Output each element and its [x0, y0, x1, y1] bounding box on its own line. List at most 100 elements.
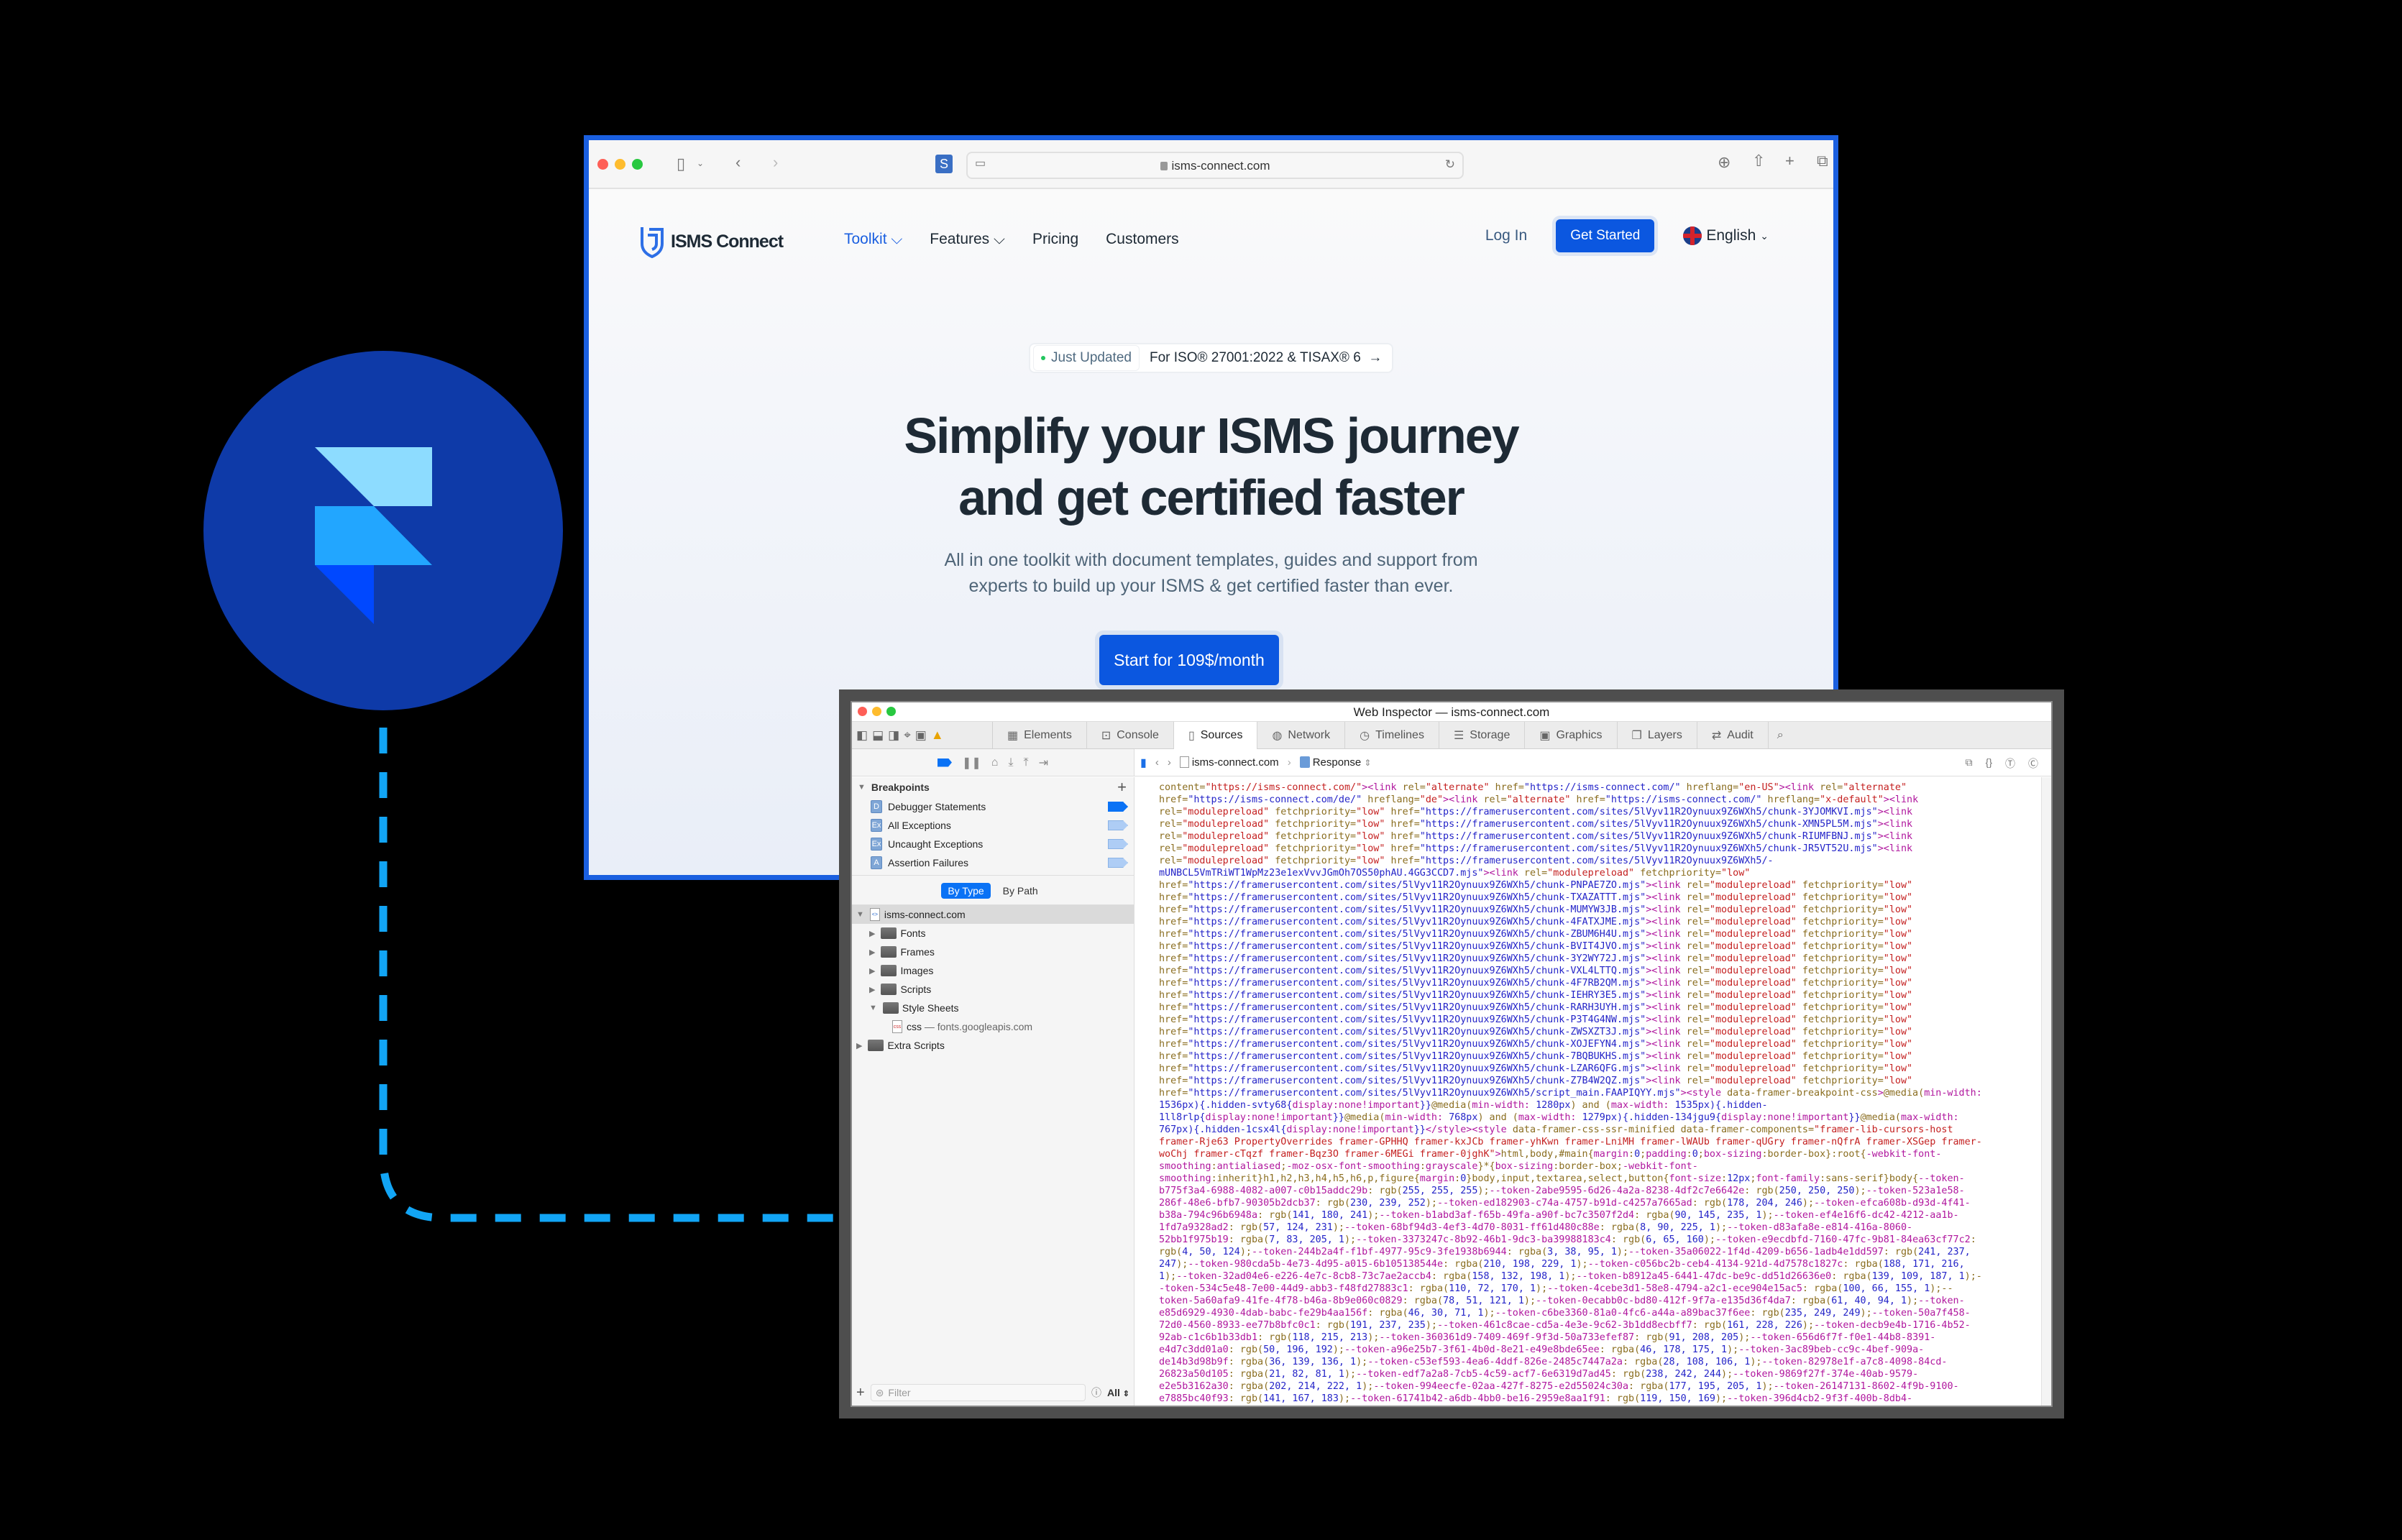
close-button[interactable]	[597, 159, 608, 170]
login-link[interactable]: Log In	[1485, 227, 1528, 244]
scope-select[interactable]: All ⇕	[1107, 1387, 1129, 1398]
breakpoint-debugger-statements[interactable]: D Debugger Statements	[852, 797, 1134, 816]
page-menu-icon[interactable]: ▭	[975, 157, 986, 170]
breadcrumb-file[interactable]: isms-connect.com	[1179, 756, 1279, 769]
announcement-pill[interactable]: Just Updated For ISO® 27001:2022 & TISAX…	[1029, 343, 1394, 373]
navigator-toggle-icon[interactable]: ▮	[1140, 756, 1147, 769]
window-controls	[858, 707, 896, 716]
source-breadcrumb-bar: ▮ ‹ › isms-connect.com › Response ⇕ ⧉ {}…	[1134, 749, 2051, 776]
code-line: rel="modulepreload" fetchpriority="low" …	[1159, 843, 1913, 854]
issues-filter-icon[interactable]: ⓘ	[1091, 1387, 1101, 1398]
chevron-down-icon: ⌄	[1760, 229, 1769, 242]
sources-toolbar: ❚❚ ⌂ ⤓ ⤒ ⇥ ▮ ‹ › isms-connect.com › Resp…	[852, 749, 2051, 776]
search-button[interactable]: ⌕	[1769, 722, 1792, 749]
share-icon[interactable]: ⇧	[1752, 152, 1766, 170]
address-bar[interactable]: ▭ isms-connect.com ↻	[966, 152, 1464, 179]
code-coverage-icon[interactable]: Ⓒ	[2028, 758, 2038, 769]
code-line: 92ab-c1c6b1b33db1: rgb(118, 215, 213);--…	[1159, 1332, 1936, 1343]
breakpoints-toggle-icon[interactable]	[937, 758, 952, 767]
code-line: 1);--token-32ad04e6-e226-4e7c-8cb8-73c7a…	[1159, 1271, 1982, 1282]
copy-icon[interactable]: ⧉	[1965, 756, 1973, 768]
tabs-overview-icon[interactable]: ⧉	[1817, 152, 1828, 170]
download-icon[interactable]: ⊕	[1718, 153, 1731, 171]
code-scrollbar[interactable]	[2041, 777, 2051, 1406]
debugger-badge-icon: D	[871, 800, 882, 813]
tab-layers[interactable]: ❐Layers	[1618, 722, 1697, 749]
type-icon[interactable]: Ⓣ	[2005, 758, 2015, 769]
extension-icon[interactable]: S	[935, 155, 953, 173]
inspector-titlebar: Web Inspector — isms-connect.com	[852, 702, 2051, 722]
close-button[interactable]	[858, 707, 867, 716]
site-logo[interactable]: ISMS Connect	[639, 225, 784, 258]
pause-icon[interactable]: ❚❚	[961, 756, 981, 769]
breakpoint-assertion-failures[interactable]: A Assertion Failures	[852, 853, 1134, 872]
back-icon[interactable]: ‹	[735, 153, 741, 171]
start-subscription-button[interactable]: Start for 109$/month	[1099, 635, 1279, 685]
tree-folder-style-sheets[interactable]: ▼Style Sheets	[869, 1002, 959, 1014]
minimize-button[interactable]	[872, 707, 881, 716]
element-picker-icon[interactable]: ⌖	[904, 728, 911, 742]
window-controls	[597, 159, 643, 170]
tab-graphics[interactable]: ▣Graphics	[1525, 722, 1618, 749]
language-selector[interactable]: English⌄	[1683, 226, 1769, 245]
chevron-down-icon: ⌵	[891, 231, 903, 247]
forward-icon[interactable]: ›	[1167, 756, 1171, 769]
step-out-icon[interactable]: ⤒	[1023, 756, 1029, 769]
tree-folder-scripts[interactable]: ▶Scripts	[869, 984, 932, 995]
graphics-icon: ▣	[1539, 730, 1551, 742]
group-by-type-button[interactable]: By Type	[941, 883, 991, 899]
tree-folder-frames[interactable]: ▶Frames	[869, 946, 935, 958]
tab-sources[interactable]: ▯Sources	[1173, 722, 1258, 749]
minimize-button[interactable]	[615, 159, 625, 170]
step-icon[interactable]: ⇥	[1038, 756, 1049, 769]
breakpoint-toggle[interactable]	[1108, 858, 1128, 868]
breakpoints-section-header[interactable]: ▼Breakpoints +	[858, 778, 1127, 796]
tree-folder-images[interactable]: ▶Images	[869, 965, 934, 976]
back-icon[interactable]: ‹	[1155, 756, 1159, 769]
nav-features[interactable]: Features ⌵	[930, 231, 1005, 247]
breakpoint-uncaught-exceptions[interactable]: Ex Uncaught Exceptions	[852, 835, 1134, 853]
zoom-button[interactable]	[632, 159, 643, 170]
dock-left-icon[interactable]: ◧	[856, 728, 868, 742]
framer-logo-badge	[203, 351, 563, 710]
breakpoint-toggle[interactable]	[1108, 839, 1128, 849]
tree-folder-fonts[interactable]: ▶Fonts	[869, 927, 926, 939]
response-mode-select[interactable]: Response ⇕	[1299, 756, 1371, 769]
dock-right-icon[interactable]: ◨	[888, 728, 900, 742]
nav-customers[interactable]: Customers	[1106, 231, 1179, 247]
reload-icon[interactable]: ↻	[1444, 157, 1455, 171]
sidebar-icon[interactable]: ▯	[677, 155, 686, 173]
add-breakpoint-button[interactable]: +	[1117, 778, 1127, 796]
nav-pricing[interactable]: Pricing	[1032, 231, 1079, 247]
tab-storage[interactable]: ☰Storage	[1439, 722, 1526, 749]
filter-input[interactable]: ⊜Filter	[870, 1384, 1086, 1401]
tree-root-item[interactable]: ▼<>isms-connect.com	[852, 905, 1134, 924]
tree-folder-extra-scripts[interactable]: ▶Extra Scripts	[856, 1040, 945, 1051]
dock-bottom-icon[interactable]: ⬓	[872, 728, 884, 742]
new-tab-icon[interactable]: +	[1785, 152, 1794, 170]
breakpoint-all-exceptions[interactable]: Ex All Exceptions	[852, 816, 1134, 835]
tab-elements[interactable]: ▦Elements	[993, 722, 1087, 749]
tab-console[interactable]: ⊡Console	[1087, 722, 1174, 749]
zoom-button[interactable]	[886, 707, 896, 716]
chevron-down-icon: ⌵	[994, 231, 1005, 247]
breakpoint-toggle[interactable]	[1108, 820, 1128, 830]
tab-audit[interactable]: ⇄Audit	[1697, 722, 1769, 749]
get-started-button[interactable]: Get Started	[1556, 219, 1655, 252]
code-line: content="https://isms-connect.com/"><lin…	[1159, 782, 1907, 793]
nav-toolkit[interactable]: Toolkit ⌵	[844, 231, 903, 247]
source-code-viewer[interactable]: content="https://isms-connect.com/"><lin…	[1134, 777, 2051, 1406]
device-icon[interactable]: ▣	[914, 728, 927, 742]
step-into-icon[interactable]: ⤓	[1008, 756, 1014, 769]
group-by-path-button[interactable]: By Path	[1002, 885, 1038, 897]
warning-icon[interactable]: ▲	[930, 728, 944, 742]
chevron-down-icon[interactable]: ⌄	[697, 158, 705, 168]
tab-network[interactable]: ◍Network	[1257, 722, 1346, 749]
forward-icon[interactable]: ›	[773, 153, 779, 171]
pretty-print-icon[interactable]: {}	[1985, 756, 1992, 768]
breakpoint-toggle[interactable]	[1108, 802, 1128, 812]
add-resource-button[interactable]: +	[856, 1384, 865, 1401]
step-over-icon[interactable]: ⌂	[991, 756, 999, 769]
tab-timelines[interactable]: ◷Timelines	[1345, 722, 1439, 749]
